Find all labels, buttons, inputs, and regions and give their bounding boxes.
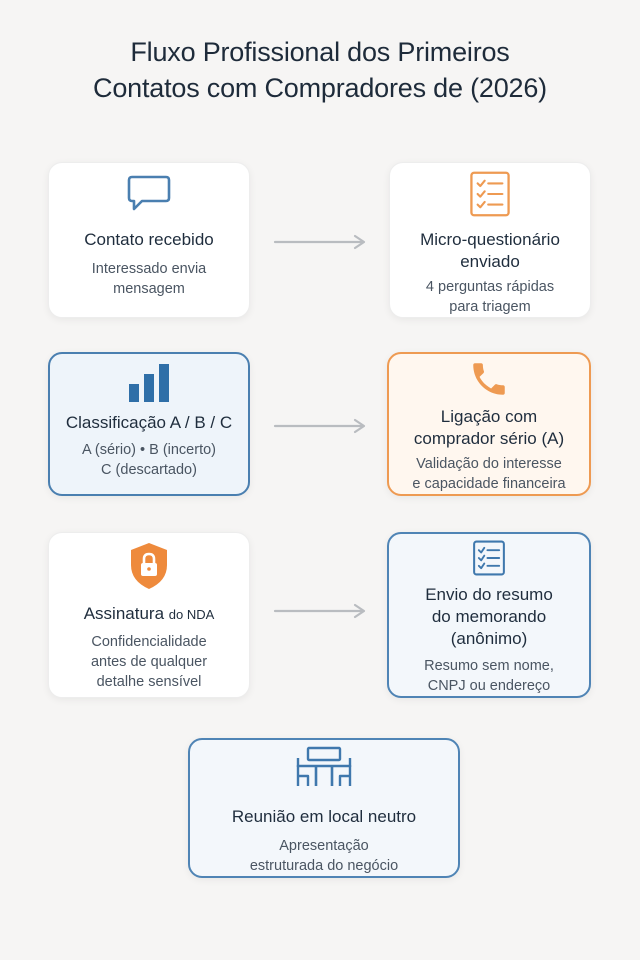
step-title-line-2: enviado xyxy=(460,252,520,271)
step-description-line-2: estruturada do negócio xyxy=(249,858,399,874)
step-description-line-2: e capacidade financeira xyxy=(412,476,566,492)
flow-arrow xyxy=(273,234,366,250)
page-title-line-2: Contatos com Compradores de (2026) xyxy=(93,73,547,103)
meeting-table-icon xyxy=(296,746,352,786)
step-title-small: do NDA xyxy=(168,607,215,622)
step-title-line-2: comprador sério (A) xyxy=(413,429,565,448)
step-description-line-1: Confidencialidade xyxy=(91,634,207,650)
step-title-line-3: (anônimo) xyxy=(450,629,528,648)
step-title: Reunião em local neutro xyxy=(231,807,417,826)
phone-icon xyxy=(473,363,505,395)
checklist-icon xyxy=(473,540,505,576)
lock-shield-icon xyxy=(131,543,167,589)
step-description-line-3: detalhe sensível xyxy=(96,674,202,690)
step-title-line-1: Ligação com xyxy=(440,407,538,426)
flow-arrow xyxy=(273,603,366,619)
step-title: Assinatura do NDA xyxy=(74,603,225,626)
checklist-icon xyxy=(470,171,510,217)
chat-bubble-icon xyxy=(127,175,171,211)
step-description-line-2: CNPJ ou endereço xyxy=(427,678,551,694)
step-title-main: Assinatura xyxy=(83,604,165,623)
step-card-reuniao: Reunião em local neutro Apresentação est… xyxy=(188,738,460,878)
step-card-contato-recebido: Contato recebido Interessado envia mensa… xyxy=(48,162,250,318)
step-title-line-1: Micro-questionário xyxy=(420,230,560,249)
step-title-line-1: Envio do resumo xyxy=(425,585,553,604)
step-description-line-1: Resumo sem nome, xyxy=(424,658,554,674)
flow-arrow xyxy=(273,418,366,434)
step-description-line-1: A (sério) • B (incerto) xyxy=(82,442,216,458)
step-description-line-1: Apresentação xyxy=(279,838,369,854)
step-description-line-2: mensagem xyxy=(113,281,185,297)
bar-chart-icon xyxy=(129,364,169,402)
step-card-classificacao: Classificação A / B / C A (sério) • B (i… xyxy=(48,352,250,496)
step-description-line-1: Interessado envia xyxy=(91,261,207,277)
step-title: Classificação A / B / C xyxy=(65,413,233,432)
step-card-resumo-memorando: Envio do resumo do memorando (anônimo) R… xyxy=(387,532,591,698)
step-description-line-2: antes de qualquer xyxy=(90,654,208,670)
step-card-micro-questionario: Micro-questionário enviado 4 perguntas r… xyxy=(389,162,591,318)
step-description-line-1: 4 perguntas rápidas xyxy=(425,279,555,295)
step-card-ligacao: Ligação com comprador sério (A) Validaçã… xyxy=(387,352,591,496)
step-title-line-2: do memorando xyxy=(431,607,547,626)
step-description-line-1: Validação do interesse xyxy=(416,456,562,472)
step-description-line-2: para triagem xyxy=(449,299,531,315)
page-title: Fluxo Profissional dos Primeiros Contato… xyxy=(0,34,640,106)
step-card-nda: Assinatura do NDA Confidencialidade ante… xyxy=(48,532,250,698)
step-description-line-2: C (descartado) xyxy=(101,462,197,478)
page-title-line-1: Fluxo Profissional dos Primeiros xyxy=(130,37,510,67)
step-title: Contato recebido xyxy=(84,230,214,249)
